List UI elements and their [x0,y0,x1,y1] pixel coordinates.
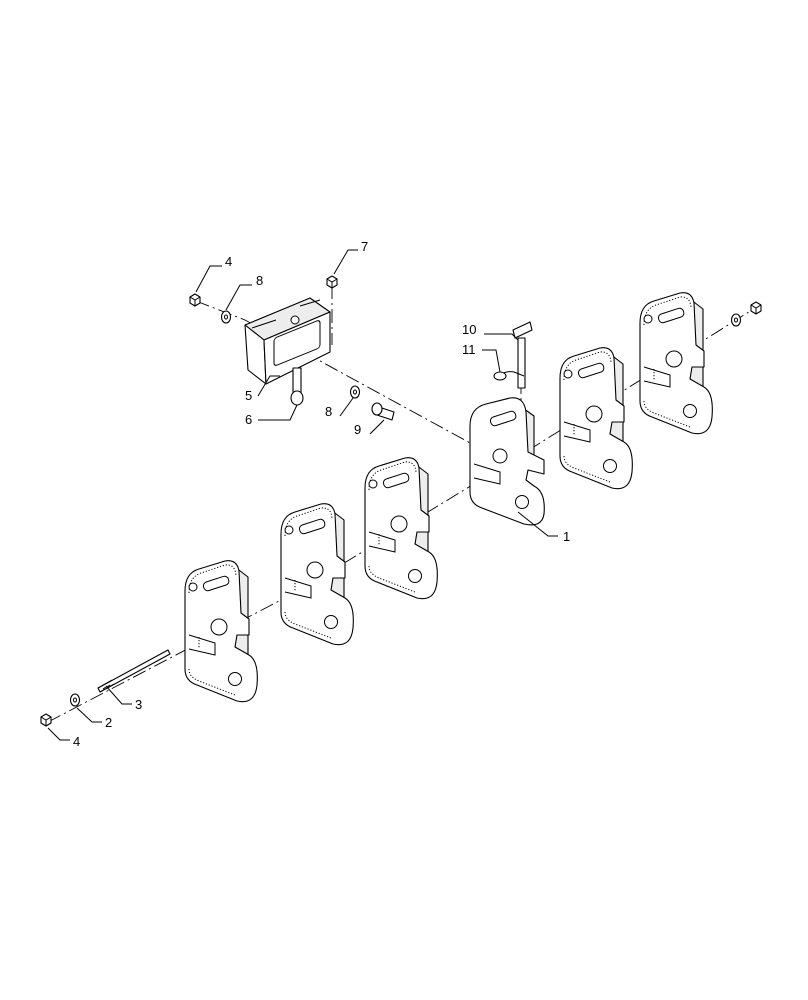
callout-1: 1 [517,511,570,544]
nut-item-7 [326,275,338,289]
weight-plate-5 [559,347,633,490]
callout-11: 11 [462,342,501,373]
svg-text:8: 8 [256,273,263,288]
svg-text:4: 4 [73,734,80,749]
callout-3: 3 [105,685,142,712]
tie-rod [97,649,171,693]
svg-text:9: 9 [354,422,361,437]
weight-plate-2 [280,503,354,646]
callout-2: 2 [76,707,112,730]
weight-plate-3 [364,457,438,600]
nut-item-4-top [189,293,201,307]
svg-text:2: 2 [105,715,112,730]
front-bracket [244,297,331,385]
callout-6: 6 [245,404,298,427]
washer-item-8-mid [349,385,361,399]
callout-8-top: 8 [225,273,263,311]
callout-8-mid: 8 [325,397,354,419]
svg-text:7: 7 [361,239,368,254]
svg-text:1: 1 [563,529,570,544]
nut-item-4-bottom [40,713,52,727]
callout-7: 7 [333,239,368,275]
rear-washer [730,313,742,327]
washer-item-8-top [220,310,232,324]
rear-nut [750,301,762,315]
svg-text:10: 10 [462,322,476,337]
callout-10: 10 [462,322,519,341]
weight-plate-front [184,560,258,703]
bracket-axis [195,300,506,463]
callout-4-bottom: 4 [47,727,80,749]
svg-text:11: 11 [462,342,476,357]
svg-text:5: 5 [245,388,252,403]
callout-4-top: 4 [195,254,232,293]
bolt-item-6 [290,367,304,406]
svg-text:8: 8 [325,404,332,419]
weight-plate-rear [639,292,713,435]
svg-text:6: 6 [245,412,252,427]
main-assembly-axis [47,304,761,723]
washer-item-2 [69,693,81,707]
starter-weight [469,397,545,526]
svg-text:3: 3 [135,697,142,712]
callout-5: 5 [245,375,280,403]
callout-9: 9 [354,419,385,437]
bolt-item-9 [371,402,395,421]
svg-text:4: 4 [225,254,232,269]
hitch-pin [512,321,533,389]
